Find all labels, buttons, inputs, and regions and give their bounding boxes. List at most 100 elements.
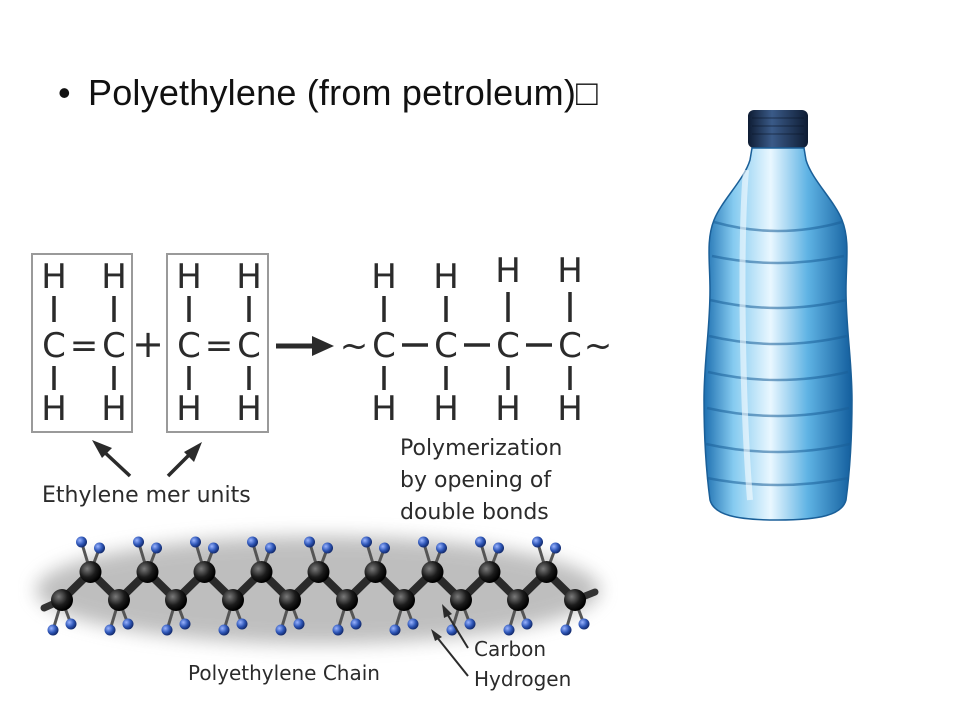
legend-pointers [431,604,469,677]
mer-unit-box-1 [31,253,133,433]
label-hydrogen: Hydrogen [474,667,571,691]
bullet-marker: • [58,72,71,113]
svg-text:H: H [371,257,397,297]
hydrogen-atom [521,618,533,630]
hydrogen-atom [532,536,543,548]
hydrogen-atom [350,618,362,630]
hydrogen-atom [293,618,305,630]
svg-text:C: C [237,326,261,366]
polyethylene-chain-model [40,536,599,636]
title-text: Polyethylene (from petroleum)□ [88,72,598,113]
water-bottle-image [703,110,853,521]
svg-text:C: C [496,326,520,366]
svg-text:C: C [102,326,126,366]
hydrogen-atom [275,624,287,636]
svg-text:H: H [433,389,459,429]
svg-text:C: C [42,326,66,366]
svg-text:H: H [236,257,262,297]
svg-text:H: H [176,257,202,297]
hydrogen-atom [133,536,144,548]
hydrogen-atom [265,542,276,554]
hydrogen-atom [236,618,248,630]
carbon-atom [51,589,73,611]
svg-text:C: C [177,326,201,366]
hydrogen-atom [464,618,476,630]
carbon-atom [279,589,301,611]
carbon-atom [79,561,102,583]
carbon-atom [450,589,472,611]
label-carbon: Carbon [474,637,546,661]
hydrogen-atom [418,536,429,548]
hydrogen-atom [503,624,515,636]
carbon-atom [364,561,387,583]
carbon-atom [478,561,501,583]
svg-text:C: C [558,326,582,366]
hydrogen-atom [122,618,134,630]
carbon-atom [108,589,130,611]
svg-text:H: H [557,389,583,429]
carbon-atom [307,561,330,583]
polymer-formula: ~ H H H H C C C C ~ H H H H [340,251,613,429]
unit-1-bonds [52,296,116,390]
svg-text:H: H [41,257,67,297]
carbon-atom [193,561,216,583]
hydrogen-atom [247,536,258,548]
bottle-body [703,147,853,521]
label-polymerization-1: Polymerization [400,436,562,461]
hydrogen-atom [475,536,486,548]
carbon-atom [336,589,358,611]
svg-text:H: H [495,389,521,429]
svg-text:H: H [176,389,202,429]
svg-text:C: C [434,326,458,366]
carbon-atom [535,561,558,583]
polymer-bonds [382,292,572,390]
svg-text:H: H [557,251,583,291]
svg-text:H: H [236,389,262,429]
hydrogen-atom [493,542,504,554]
carbon-atom [250,561,273,583]
svg-text:H: H [101,257,127,297]
hydrogen-atom [218,624,230,636]
label-chain: Polyethylene Chain [188,661,380,685]
reaction-arrow [276,336,334,356]
hydrogen-atom [379,542,390,554]
carbon-atom [507,589,529,611]
svg-text:=: = [70,326,99,366]
carbon-atom [136,561,159,583]
carbon-atom [165,589,187,611]
svg-text:~: ~ [584,326,613,366]
svg-text:H: H [371,389,397,429]
hydrogen-atom [407,618,419,630]
svg-text:H: H [495,251,521,291]
hydrogen-atom [179,618,191,630]
carbon-atom [421,561,444,583]
svg-text:=: = [205,326,234,366]
carbon-atom [564,589,586,611]
hydrogen-atom [94,542,105,554]
plus-sign: + [132,322,164,366]
svg-text:H: H [433,257,459,297]
hydrogen-atom [190,536,201,548]
mer-unit-arrows [92,440,202,478]
hydrogen-atom [304,536,315,548]
ethylene-unit-2: H H C = C H H [176,257,262,429]
svg-text:H: H [101,389,127,429]
mer-unit-box-2 [166,253,269,433]
slide-title: • Polyethylene (from petroleum)□ [58,72,598,114]
hydrogen-atom [361,536,372,548]
carbon-atom [222,589,244,611]
ethylene-unit-1: H H C = C H H [41,257,127,429]
label-polymerization-3: double bonds [400,500,549,525]
hydrogen-atom [322,542,333,554]
hydrogen-atom [332,624,344,636]
chain-shadow [36,536,600,644]
hydrogen-atom [161,624,173,636]
hydrogen-atom [208,542,219,554]
hydrogen-atom [560,624,572,636]
svg-text:C: C [372,326,396,366]
hydrogen-atom [47,624,59,636]
hydrogen-atom [76,536,87,548]
hydrogen-atom [436,542,447,554]
svg-text:H: H [41,389,67,429]
